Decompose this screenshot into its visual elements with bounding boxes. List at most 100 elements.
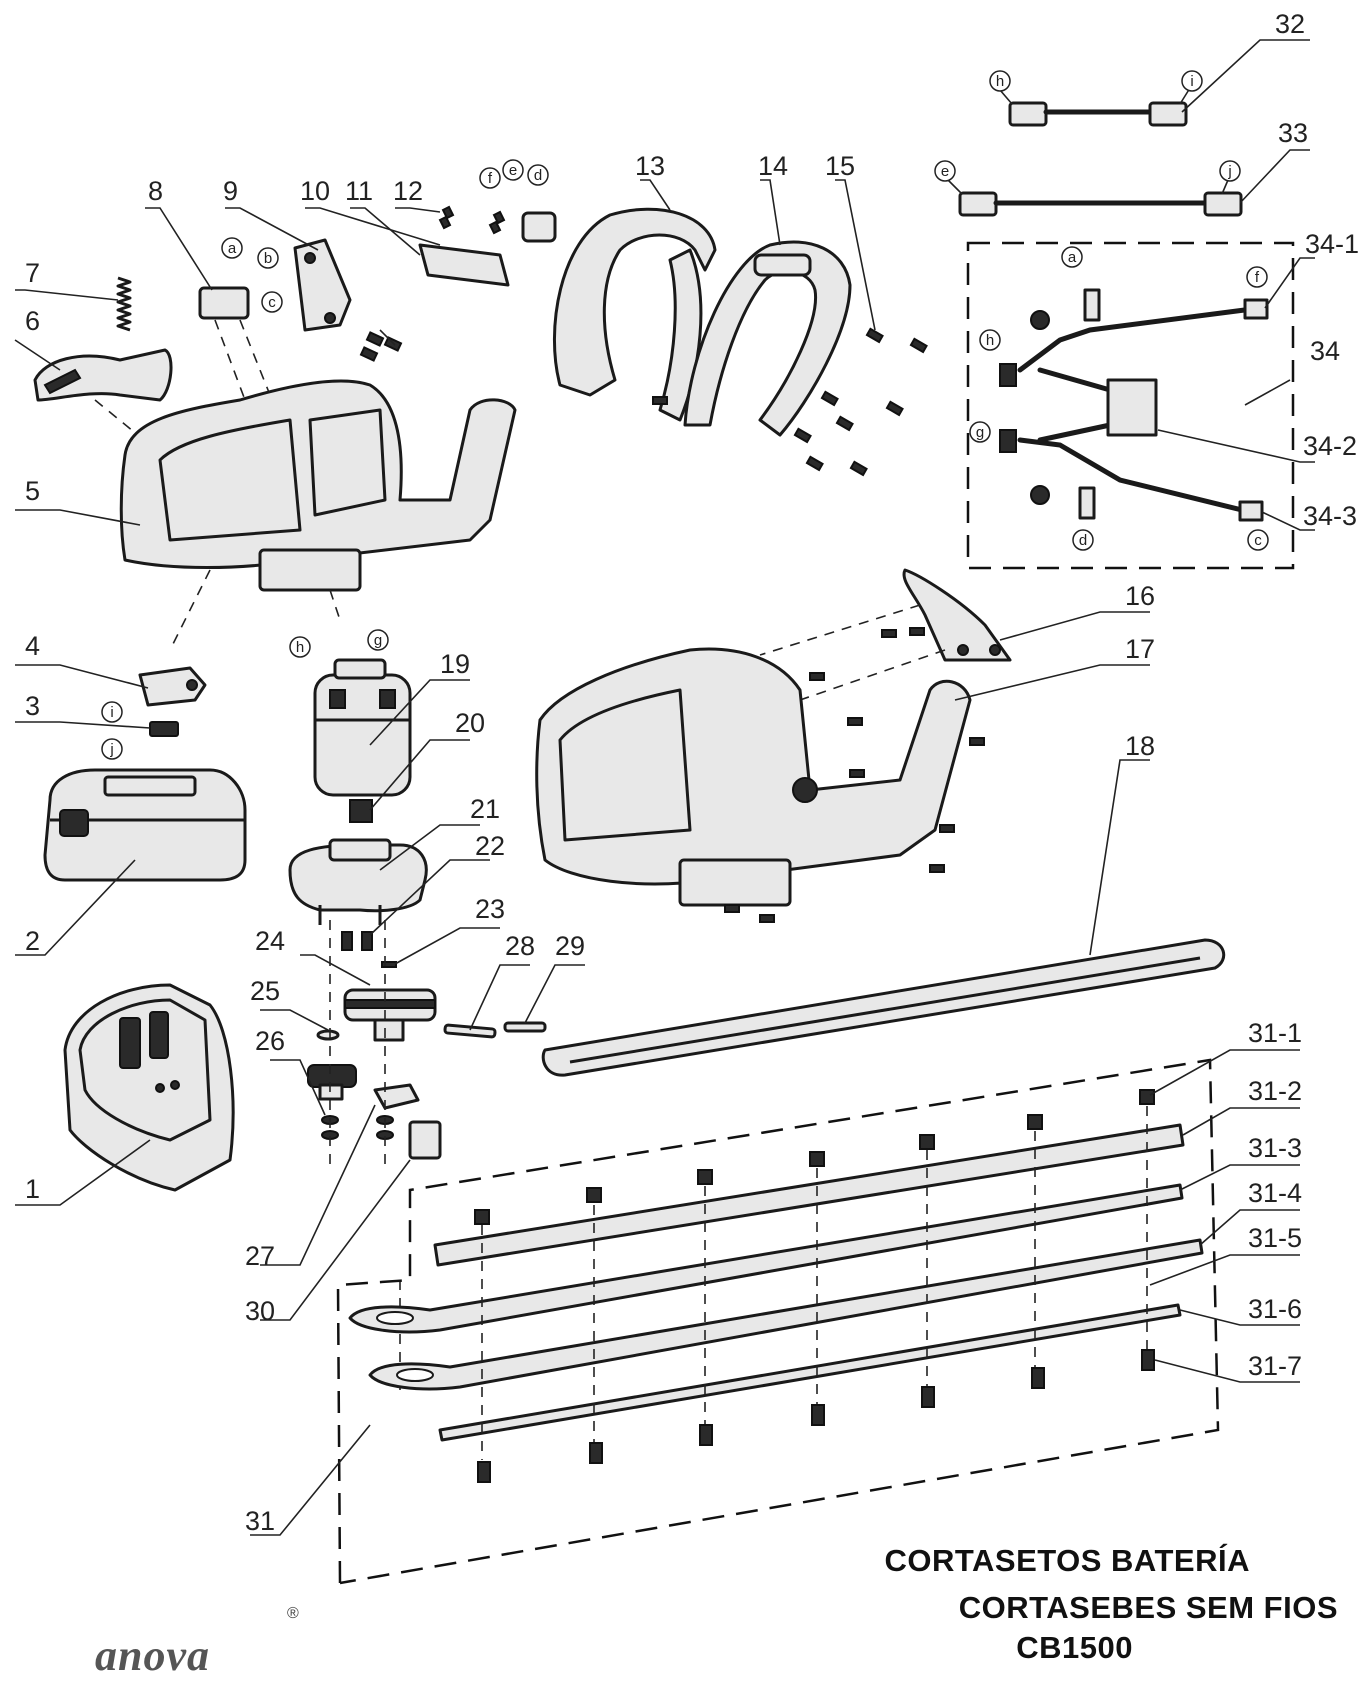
registered-mark: ® xyxy=(287,1605,299,1622)
svg-text:i: i xyxy=(1190,73,1193,90)
part-31-blade-box xyxy=(336,1058,1220,1585)
part-1-charger xyxy=(63,983,235,1192)
label-29: 29 xyxy=(555,931,585,961)
part-31-2-bar xyxy=(433,1123,1185,1267)
part-29-pin xyxy=(503,1021,547,1033)
connector-h-34: h xyxy=(979,329,1001,351)
part-17-housing xyxy=(535,647,972,907)
part-19-motor xyxy=(313,658,412,823)
part-34-harness xyxy=(999,288,1269,522)
part-5-housing xyxy=(119,379,517,592)
label-21: 21 xyxy=(470,794,500,824)
svg-text:c: c xyxy=(1254,532,1262,549)
part-26-pinion xyxy=(307,1064,357,1140)
part-18-guard xyxy=(541,938,1226,1077)
svg-text:g: g xyxy=(976,424,984,441)
label-31-2: 31-2 xyxy=(1248,1076,1302,1106)
part-14-handle xyxy=(683,240,852,437)
svg-text:j: j xyxy=(109,741,113,758)
part-15-screws xyxy=(652,327,928,477)
connector-h-19: h xyxy=(289,636,311,658)
part-4-connector xyxy=(138,666,207,707)
label-6: 6 xyxy=(25,306,40,336)
label-26: 26 xyxy=(255,1026,285,1056)
connector-e-33: e xyxy=(934,160,956,182)
part-13-handle xyxy=(552,207,717,422)
part-33-cable xyxy=(947,179,1243,217)
part-24-gear xyxy=(343,988,437,1042)
part-6-trigger xyxy=(33,348,173,402)
part-17-screws xyxy=(724,627,985,923)
label-13: 13 xyxy=(635,151,665,181)
svg-text:h: h xyxy=(296,639,304,656)
label-17: 17 xyxy=(1125,634,1155,664)
label-15: 15 xyxy=(825,151,855,181)
part-3-terminal xyxy=(149,721,179,737)
label-25: 25 xyxy=(250,976,280,1006)
label-31-7: 31-7 xyxy=(1248,1351,1302,1381)
svg-text:e: e xyxy=(941,163,949,180)
connector-f-34: f xyxy=(1246,266,1268,288)
connector-i-32: i xyxy=(1181,70,1203,92)
part-25-washer xyxy=(316,1029,340,1041)
label-1: 1 xyxy=(25,1174,40,1204)
label-31: 31 xyxy=(245,1506,275,1536)
part-10-screws xyxy=(359,331,403,362)
part-11-button xyxy=(418,205,510,287)
svg-text:g: g xyxy=(374,632,382,649)
svg-text:e: e xyxy=(509,162,517,179)
svg-text:i: i xyxy=(110,704,113,721)
svg-text:f: f xyxy=(1255,269,1260,286)
label-10: 10 xyxy=(300,176,330,206)
part-31-3-blade xyxy=(348,1183,1184,1334)
connector-j-33: j xyxy=(1219,160,1241,182)
label-12: 12 xyxy=(393,176,423,206)
label-34-1: 34-1 xyxy=(1305,229,1359,259)
part-30-plate xyxy=(408,1120,442,1160)
label-14: 14 xyxy=(758,151,788,181)
connector-c-34: c xyxy=(1247,529,1269,551)
connector-c-8: c xyxy=(261,291,283,313)
part-8-switch xyxy=(198,286,250,320)
label-31-6: 31-6 xyxy=(1248,1294,1302,1324)
label-19: 19 xyxy=(440,649,470,679)
part-22-screws xyxy=(341,931,373,951)
label-24: 24 xyxy=(255,926,285,956)
connector-a-34: a xyxy=(1061,246,1083,268)
label-31-4: 31-4 xyxy=(1248,1178,1302,1208)
brand-logo: anova xyxy=(95,1631,210,1680)
label-28: 28 xyxy=(505,931,535,961)
label-16: 16 xyxy=(1125,581,1155,611)
label-31-5: 31-5 xyxy=(1248,1223,1302,1253)
label-18: 18 xyxy=(1125,731,1155,761)
label-11: 11 xyxy=(345,176,373,206)
svg-text:b: b xyxy=(264,250,272,267)
label-30: 30 xyxy=(245,1296,275,1326)
connector-h-32: h xyxy=(989,70,1011,92)
part-21-gear-housing xyxy=(288,838,428,925)
part-32-cable xyxy=(999,87,1191,127)
connector-i-3: i xyxy=(101,701,123,723)
label-34-3: 34-3 xyxy=(1303,501,1357,531)
label-3: 3 xyxy=(25,691,40,721)
svg-text:a: a xyxy=(228,240,237,257)
label-34: 34 xyxy=(1310,336,1340,366)
svg-text:d: d xyxy=(534,167,542,184)
part-12-block xyxy=(521,211,557,243)
label-34-2: 34-2 xyxy=(1303,431,1357,461)
label-31-1: 31-1 xyxy=(1248,1018,1302,1048)
part-9-plate xyxy=(293,238,352,332)
label-27: 27 xyxy=(245,1241,275,1271)
connector-d-34: d xyxy=(1072,529,1094,551)
svg-text:j: j xyxy=(1227,163,1231,180)
part-31-6-bar xyxy=(438,1303,1182,1442)
part-16-cover xyxy=(902,568,1012,662)
label-8: 8 xyxy=(148,176,163,206)
part-31-4-blade xyxy=(368,1238,1204,1391)
connector-f-12: f xyxy=(479,167,501,189)
label-31-3: 31-3 xyxy=(1248,1133,1302,1163)
part-23-key xyxy=(381,961,397,968)
product-title-es: CORTASETOS BATERÍA xyxy=(884,1543,1250,1578)
connector-a-8: a xyxy=(221,237,243,259)
label-22: 22 xyxy=(475,831,505,861)
